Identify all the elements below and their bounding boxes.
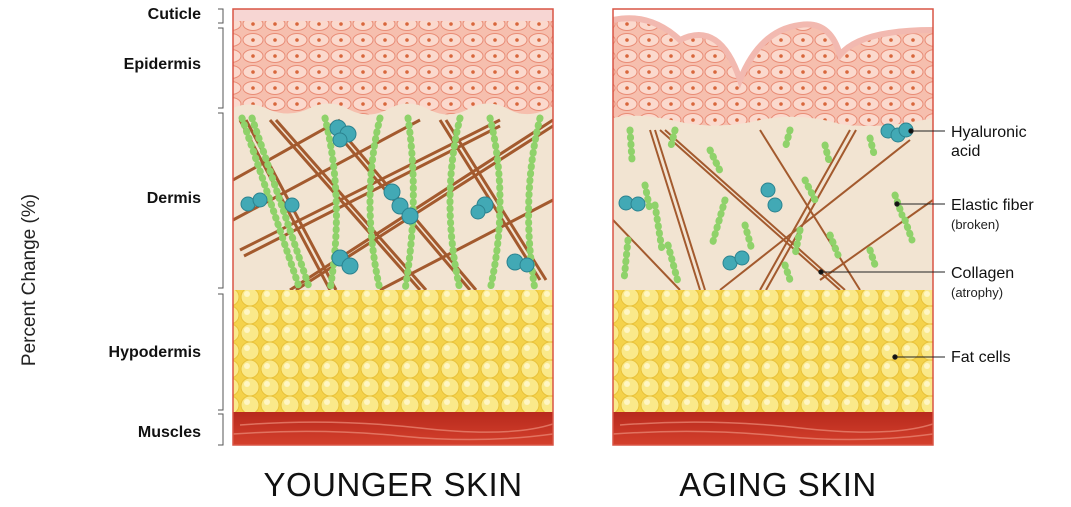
younger-muscle (233, 412, 553, 445)
callout-elastic-label: Elastic fiber (951, 197, 1034, 214)
callout-hyaluronic-label: Hyaluronic (951, 124, 1027, 141)
callout-collagen-sub: (atrophy) (951, 283, 1014, 302)
layer-brackets (218, 9, 223, 445)
layer-label-epidermis: Epidermis (124, 56, 201, 74)
callout-elastic-fiber: Elastic fiber (broken) (951, 196, 1034, 234)
aging-skin-title: AGING SKIN (679, 466, 877, 504)
younger-skin-panel (233, 9, 553, 445)
layer-label-dermis: Dermis (147, 190, 201, 208)
callout-hyaluronic-acid: Hyaluronic acid (951, 123, 1027, 161)
younger-skin-title: YOUNGER SKIN (263, 466, 522, 504)
younger-cuticle (233, 9, 553, 21)
callout-fat-label: Fat cells (951, 349, 1011, 366)
aging-skin-panel (613, 9, 933, 445)
aging-hypodermis (613, 290, 933, 412)
callout-elastic-sub: (broken) (951, 215, 1034, 234)
callout-collagen: Collagen (atrophy) (951, 264, 1014, 302)
layer-label-muscles: Muscles (138, 424, 201, 442)
callout-collagen-label: Collagen (951, 265, 1014, 282)
younger-epidermis (233, 21, 553, 116)
layer-label-hypodermis: Hypodermis (109, 344, 201, 362)
callout-fat-cells: Fat cells (951, 348, 1011, 367)
aging-muscle (613, 412, 933, 445)
younger-hypodermis (233, 290, 553, 412)
layer-label-cuticle: Cuticle (148, 6, 201, 24)
callout-hyaluronic-label2: acid (951, 143, 980, 160)
